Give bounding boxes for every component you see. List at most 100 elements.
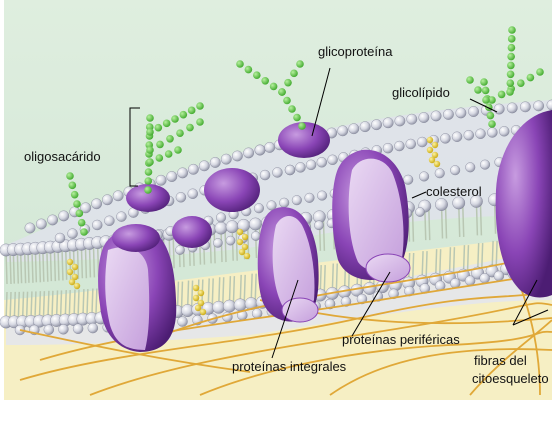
phospholipid-head	[156, 175, 166, 185]
phospholipid-head	[403, 175, 413, 185]
cholesterol-ring	[427, 147, 433, 153]
phospholipid-head	[188, 189, 198, 199]
label-peripheral-proteins: proteínas periféricas	[342, 332, 460, 347]
phospholipid-head	[113, 191, 123, 201]
phospholipid-head	[337, 126, 347, 136]
sugar-unit	[163, 120, 171, 128]
phospholipid-head	[104, 216, 114, 226]
phospholipid-head	[415, 207, 424, 216]
phospholipid-head	[394, 141, 404, 151]
phospholipid-head	[215, 222, 227, 234]
cholesterol-ring	[193, 285, 199, 291]
cholesterol-ring	[434, 161, 440, 167]
sugar-unit	[171, 115, 179, 123]
sugar-unit	[253, 71, 261, 79]
phospholipid-head	[371, 120, 381, 130]
phospholipid-head	[395, 116, 405, 126]
lipid-tail	[480, 201, 481, 235]
sugar-unit	[144, 177, 152, 185]
sugar-unit	[155, 124, 163, 132]
protein-top-middle	[204, 168, 260, 212]
phospholipid-head	[264, 142, 274, 152]
sugar-unit	[508, 44, 516, 52]
phospholipid-head	[435, 168, 445, 178]
sugar-unit	[507, 70, 515, 78]
phospholipid-head	[450, 165, 460, 175]
sugar-unit	[144, 186, 152, 194]
phospholipid-head	[251, 231, 260, 240]
sugar-unit	[482, 96, 490, 104]
cholesterol-ring	[237, 239, 243, 245]
sugar-unit	[466, 76, 474, 84]
phospholipid-head	[452, 132, 462, 142]
phospholipid-head	[314, 221, 323, 230]
phospholipid-head	[223, 300, 235, 312]
phospholipid-head	[431, 111, 441, 121]
phospholipid-head	[480, 273, 490, 283]
sugar-unit	[296, 60, 304, 68]
phospholipid-head	[279, 198, 289, 208]
phospholipid-head	[260, 170, 270, 180]
phospholipid-head	[102, 195, 112, 205]
label-glycoprotein: glicoproteína	[318, 44, 393, 59]
phospholipid-head	[476, 129, 486, 139]
cholesterol-ring	[429, 157, 435, 163]
sugar-unit	[284, 79, 292, 87]
phospholipid-head	[199, 161, 209, 171]
phospholipid-head	[464, 130, 474, 140]
phospholipid-head	[25, 223, 35, 233]
phospholipid-head	[465, 276, 475, 286]
phospholipid-head	[440, 133, 450, 143]
phospholipid-head	[292, 195, 302, 205]
label-cytoskeleton-line1: fibras del	[474, 353, 527, 368]
sugar-unit	[507, 62, 515, 70]
lipid-tail	[463, 203, 464, 237]
phospholipid-head	[226, 221, 238, 233]
phospholipid-head	[226, 236, 235, 245]
sugar-unit	[236, 60, 244, 68]
cholesterol-ring	[74, 283, 80, 289]
lipid-tail	[225, 228, 226, 262]
phospholipid-head	[116, 212, 126, 222]
sugar-unit	[536, 68, 544, 76]
phospholipid-head	[216, 213, 226, 223]
lipid-tail	[62, 247, 63, 281]
cholesterol-ring	[195, 305, 201, 311]
label-integral-proteins: proteínas integrales	[232, 359, 347, 374]
phospholipid-head	[234, 299, 246, 311]
phospholipid-head	[494, 271, 504, 281]
phospholipid-head	[487, 127, 497, 137]
phospholipid-head	[363, 282, 375, 294]
sugar-unit	[498, 91, 506, 99]
phospholipid-head	[249, 218, 261, 230]
sugar-unit	[146, 146, 154, 154]
sugar-unit	[290, 70, 298, 78]
sugar-unit	[474, 86, 482, 94]
lipid-tail	[323, 217, 324, 251]
phospholipid-head	[443, 109, 453, 119]
sugar-unit	[71, 191, 79, 199]
phospholipid-head	[213, 301, 225, 313]
sugar-unit	[506, 79, 514, 87]
sugar-unit	[507, 53, 515, 61]
phospholipid-head	[417, 137, 427, 147]
phospholipid-head	[176, 192, 186, 202]
phospholipid-head	[494, 104, 504, 114]
sugar-unit	[146, 128, 154, 136]
cholesterol-ring	[69, 279, 75, 285]
sugar-unit	[188, 107, 196, 115]
sugar-unit	[176, 129, 184, 137]
cholesterol-ring	[242, 234, 248, 240]
sugar-unit	[245, 66, 253, 74]
phospholipid-head	[305, 193, 315, 203]
phospholipid-head	[360, 121, 370, 131]
sugar-unit	[480, 78, 488, 86]
sugar-unit	[482, 87, 490, 95]
phospholipid-head	[47, 215, 57, 225]
cholesterol-ring	[67, 269, 73, 275]
phospholipid-head	[468, 106, 478, 116]
phospholipid-head	[36, 219, 46, 229]
phospholipid-head	[221, 154, 231, 164]
phospholipid-head	[317, 157, 327, 167]
